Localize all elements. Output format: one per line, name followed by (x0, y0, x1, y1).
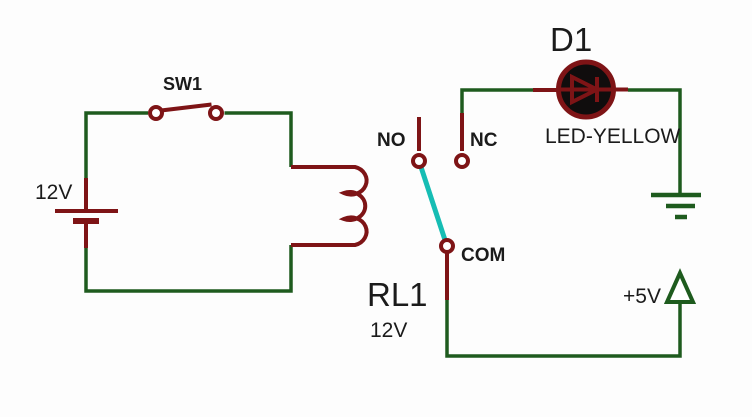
relay-ref-label: RL1 (367, 276, 428, 313)
contact-no-node (411, 153, 427, 169)
wire-battery-to-switch[interactable] (84, 111, 148, 178)
contact-armature (418, 164, 448, 243)
led-d1-symbol[interactable] (533, 59, 628, 120)
wires (84, 88, 682, 358)
wire-led-to-ground[interactable] (628, 88, 682, 195)
switch-throw-node (208, 105, 224, 121)
power-arrow (663, 268, 697, 304)
led-model-label: LED-YELLOW (545, 125, 681, 148)
ground-symbol[interactable] (651, 192, 701, 220)
switch-sw1-symbol[interactable] (148, 102, 224, 121)
power-net-label: +5V (623, 285, 661, 308)
relay-value-label: 12V (370, 319, 407, 342)
contact-no-label: NO (377, 130, 406, 151)
relay-coil-winding (291, 165, 369, 247)
wire-com-to-power[interactable] (445, 300, 682, 358)
power-5v-symbol[interactable] (663, 268, 697, 304)
led-ref-label: D1 (550, 21, 592, 58)
switch-ref-label: SW1 (163, 74, 202, 94)
wire-coil-to-battery[interactable] (84, 245, 293, 293)
switch-lever (160, 102, 212, 113)
battery-value-label: 12V (35, 181, 72, 204)
contact-com-node (439, 238, 455, 254)
contact-nc-node (454, 153, 470, 169)
battery-symbol[interactable] (55, 178, 118, 248)
wire-nc-to-led[interactable] (460, 88, 533, 113)
contact-com-label: COM (461, 245, 505, 266)
contact-nc-label: NC (470, 130, 498, 151)
led-diode-triangle (570, 73, 602, 106)
wire-switch-to-coil[interactable] (224, 111, 293, 167)
relay-coil-symbol[interactable] (291, 165, 369, 247)
relay-contacts-symbol[interactable] (411, 113, 470, 300)
switch-pole-node (148, 105, 164, 121)
